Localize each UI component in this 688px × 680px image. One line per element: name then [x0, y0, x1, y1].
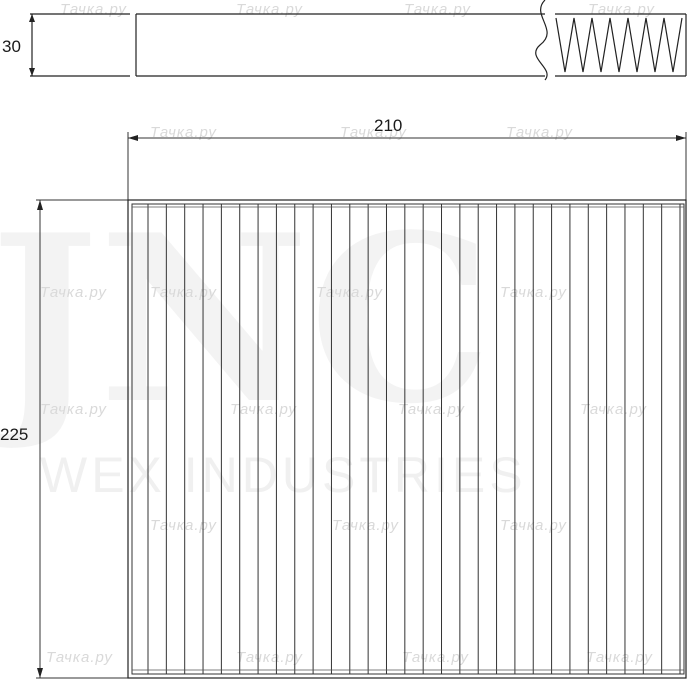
width-arrow-right [676, 135, 686, 141]
filter-pleats [132, 204, 684, 674]
watermark-stamp: Тачка.ру [398, 401, 465, 418]
watermark-stamp: Тачка.ру [506, 124, 573, 141]
width-arrow-left [128, 135, 138, 141]
watermark-stamp: Тачка.ру [60, 1, 127, 18]
side-view: 30 [2, 0, 687, 81]
length-dimension-label: 225 [0, 425, 28, 444]
watermark-stamp: Тачка.ру [404, 1, 471, 18]
watermark-stamp: Тачка.ру [402, 649, 469, 666]
top-view [127, 199, 687, 679]
watermark-stamp: Тачка.ру [316, 284, 383, 301]
filter-outline [127, 199, 687, 679]
watermark-logo: JNC [0, 185, 492, 455]
side-break-line [535, 0, 548, 81]
watermark-stamp: Тачка.ру [588, 1, 655, 18]
watermark-stamp: Тачка.ру [150, 124, 217, 141]
width-dimension: 210 [127, 116, 687, 200]
side-dim-arrow-top [29, 14, 35, 22]
watermark-brand: WEX INDUSTRIES [40, 447, 527, 503]
pleat-zigzag [555, 17, 683, 73]
watermark-stamp: Тачка.ру [236, 649, 303, 666]
watermark-stamp: Тачка.ру [46, 649, 113, 666]
length-arrow-bottom [37, 668, 43, 678]
side-dim-arrow-bottom [29, 68, 35, 76]
watermark-stamp: Тачка.ру [340, 124, 407, 141]
watermark-stamp: Тачка.ру [236, 1, 303, 18]
length-arrow-top [37, 200, 43, 210]
height-dimension-label: 30 [2, 37, 21, 56]
watermark-stamp: Тачка.ру [332, 517, 399, 534]
watermark-stamp: Тачка.ру [40, 401, 107, 418]
watermark-stamp: Тачка.ру [586, 649, 653, 666]
watermark-stamp: Тачка.ру [230, 401, 297, 418]
filter-inner-frame [131, 203, 685, 675]
length-dimension: 225 [0, 199, 128, 679]
watermark-stamp: Тачка.ру [580, 401, 647, 418]
watermark-stamp: Тачка.ру [150, 517, 217, 534]
watermark-stamp: Тачка.ру [40, 284, 107, 301]
watermark-stamp: Тачка.ру [150, 284, 217, 301]
width-dimension-label: 210 [374, 116, 402, 135]
